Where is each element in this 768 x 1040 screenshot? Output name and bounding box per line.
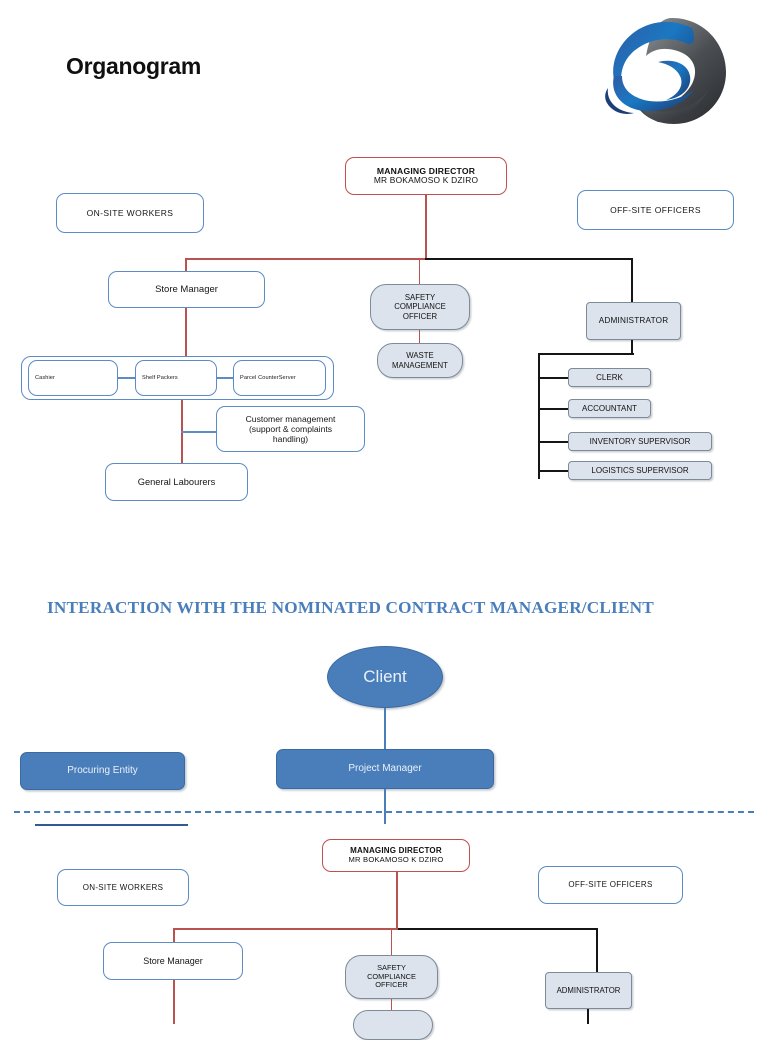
node-managing-director-lower[interactable]: MANAGING DIRECTOR MR BOKAMOSO K DZIRO	[322, 839, 470, 872]
connector-bus-lower-right-black	[398, 928, 598, 930]
inventory-supervisor-label: INVENTORY SUPERVISOR	[589, 436, 691, 446]
safety-officer-line-1: SAFETY	[404, 293, 436, 303]
connector-admin-lower-drop	[587, 1009, 590, 1024]
node-managing-director[interactable]: MANAGING DIRECTOR MR BOKAMOSO K DZIRO	[345, 157, 507, 195]
store-manager-label: Store Manager	[155, 283, 218, 295]
connector-safety-lower-to-waste	[391, 999, 393, 1011]
node-shelf-packers[interactable]: Shelf Packers	[135, 360, 217, 396]
connector-cashier-shelf	[116, 377, 140, 379]
connector-to-safety-officer	[419, 258, 421, 285]
section-heading-interaction: INTERACTION WITH THE NOMINATED CONTRACT …	[47, 598, 654, 617]
node-parcel-counter-server[interactable]: Parcel CounterServer	[233, 360, 326, 396]
node-cashier[interactable]: Cashier	[28, 360, 118, 396]
connector-project-manager-down	[384, 789, 387, 824]
parcel-counter-server-label: Parcel CounterServer	[240, 374, 296, 381]
group-label-onsite-workers: ON-SITE WORKERS	[56, 193, 204, 233]
connector-to-customer-management	[181, 431, 218, 433]
node-clerk[interactable]: CLERK	[568, 368, 651, 387]
clerk-label: CLERK	[596, 372, 623, 382]
connector-stub-clerk	[538, 377, 571, 379]
safety-officer-line-2: COMPLIANCE	[394, 302, 446, 312]
managing-director-name: MR BOKAMOSO K DZIRO	[373, 175, 479, 186]
customer-management-line-3: handling)	[272, 434, 309, 445]
connector-lower-to-administrator	[596, 928, 599, 972]
connector-bus-left-red	[185, 258, 427, 260]
connector-to-store-manager	[185, 258, 187, 275]
connector-admin-drop	[631, 340, 634, 354]
administrator-lower-label: ADMINISTRATOR	[556, 985, 621, 995]
connector-md-lower-trunk	[396, 872, 398, 930]
customer-management-line-2: (support & complaints	[248, 423, 333, 434]
administrator-label: ADMINISTRATOR	[598, 316, 669, 326]
managing-director-title: MANAGING DIRECTOR	[376, 165, 476, 176]
connector-to-administrator	[631, 258, 634, 302]
node-customer-management[interactable]: Customer management (support & complaint…	[216, 406, 365, 452]
node-store-manager[interactable]: Store Manager	[108, 271, 265, 308]
safety-officer-line-3: OFFICER	[402, 311, 438, 321]
accountant-label: ACCOUNTANT	[582, 403, 637, 413]
group-label-onsite-workers-lower: ON-SITE WORKERS	[57, 869, 189, 906]
safety-officer-lower-line-1: SAFETY	[377, 962, 406, 972]
connector-store-manager-down	[185, 308, 187, 360]
node-project-manager[interactable]: Project Manager	[276, 749, 494, 789]
connector-stub-logistics-supervisor	[538, 470, 571, 472]
project-manager-label: Project Manager	[348, 763, 422, 775]
onsite-workers-label: ON-SITE WORKERS	[86, 207, 174, 218]
store-manager-lower-label: Store Manager	[143, 955, 203, 966]
solid-separator-stub	[35, 824, 188, 827]
waste-management-line-1: WASTE	[406, 351, 434, 361]
node-inventory-supervisor[interactable]: INVENTORY SUPERVISOR	[568, 432, 712, 451]
onsite-workers-lower-label: ON-SITE WORKERS	[82, 882, 164, 892]
node-administrator-lower[interactable]: ADMINISTRATOR	[545, 972, 632, 1009]
safety-officer-lower-line-2: COMPLIANCE	[367, 971, 416, 981]
node-safety-compliance-officer-lower[interactable]: SAFETY COMPLIANCE OFFICER	[345, 955, 438, 999]
node-procuring-entity[interactable]: Procuring Entity	[20, 752, 185, 790]
node-client[interactable]: Client	[327, 646, 443, 708]
node-safety-compliance-officer[interactable]: SAFETY COMPLIANCE OFFICER	[370, 284, 470, 330]
dashed-separator	[14, 811, 754, 813]
connector-bus-right-black	[425, 258, 633, 260]
connector-store-manager-lower-down	[173, 980, 175, 1024]
managing-director-lower-name: MR BOKAMOSO K DZIRO	[348, 854, 444, 864]
offsite-officers-label: OFF-SITE OFFICERS	[610, 204, 701, 215]
node-logistics-supervisor[interactable]: LOGISTICS SUPERVISOR	[568, 461, 712, 480]
connector-admin-spine	[538, 353, 541, 479]
safety-officer-lower-line-3: OFFICER	[375, 980, 408, 990]
shelf-packers-label: Shelf Packers	[142, 374, 178, 381]
connector-lower-to-safety-officer	[391, 928, 393, 957]
page-title: Organogram	[66, 53, 202, 79]
cashier-label: Cashier	[35, 374, 55, 381]
general-labourers-label: General Labourers	[137, 476, 216, 487]
connector-lower-to-store-manager	[173, 928, 175, 945]
logistics-supervisor-label: LOGISTICS SUPERVISOR	[591, 465, 689, 475]
node-general-labourers[interactable]: General Labourers	[105, 463, 248, 501]
customer-management-line-1: Customer management	[245, 413, 336, 424]
node-waste-management-lower[interactable]	[353, 1010, 433, 1040]
connector-admin-elbow-horizontal	[538, 353, 634, 356]
group-label-offsite-officers: OFF-SITE OFFICERS	[577, 190, 734, 230]
procuring-entity-label: Procuring Entity	[67, 765, 138, 777]
node-accountant[interactable]: ACCOUNTANT	[568, 399, 651, 418]
connector-md-trunk	[425, 195, 427, 259]
connector-bus-lower-left-red	[173, 928, 398, 930]
connector-shelf-parcel	[212, 377, 236, 379]
waste-management-line-2: MANAGEMENT	[392, 360, 448, 370]
connector-stub-accountant	[538, 408, 571, 410]
connector-client-to-project-manager	[384, 708, 387, 750]
node-store-manager-lower[interactable]: Store Manager	[103, 942, 243, 980]
node-waste-management[interactable]: WASTE MANAGEMENT	[377, 343, 463, 378]
node-administrator[interactable]: ADMINISTRATOR	[586, 302, 681, 340]
connector-stub-inventory-supervisor	[538, 441, 571, 443]
offsite-officers-lower-label: OFF-SITE OFFICERS	[568, 880, 653, 890]
client-label: Client	[363, 666, 407, 686]
connector-safety-to-waste	[419, 330, 421, 344]
managing-director-lower-title: MANAGING DIRECTOR	[350, 846, 442, 856]
group-label-offsite-officers-lower: OFF-SITE OFFICERS	[538, 866, 683, 904]
company-sphere-logo-icon	[596, 6, 732, 132]
